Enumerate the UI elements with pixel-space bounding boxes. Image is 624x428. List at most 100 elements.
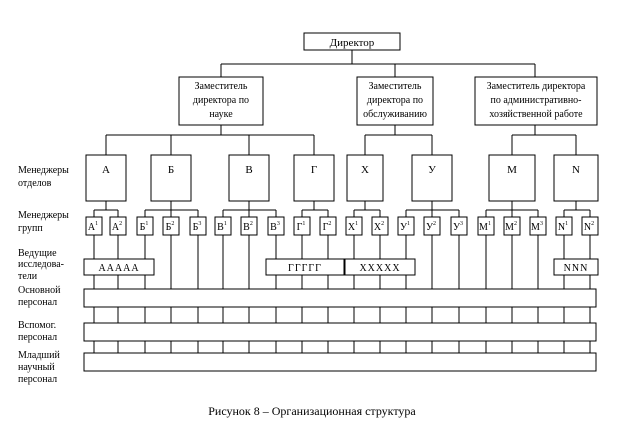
director-label: Директор (330, 37, 375, 49)
group-label: У2 (426, 221, 436, 233)
group-box (189, 216, 207, 236)
group-label: N1 (558, 221, 568, 233)
group-label-sup: 1 (302, 221, 305, 227)
group-label: Б2 (166, 221, 175, 233)
group-label-sup: 3 (540, 221, 543, 227)
group-label: В2 (243, 221, 253, 233)
group-box (450, 216, 468, 236)
group-label: М1 (479, 221, 491, 233)
staff-row-box (83, 322, 597, 342)
group-label-sup: 2 (514, 221, 517, 227)
group-box (136, 216, 154, 236)
group-label-sup: 1 (224, 221, 227, 227)
group-box (240, 216, 258, 236)
connectors (106, 50, 576, 136)
junior-staff-label-3: персонал (18, 374, 57, 385)
group-label: В3 (270, 221, 280, 233)
group-managers-label-2: групп (18, 223, 43, 234)
group-label-sup: 3 (198, 221, 201, 227)
dept-managers-label-1: Менеджеры (18, 165, 69, 176)
group-box (85, 216, 103, 236)
group-label-sup: 3 (277, 221, 280, 227)
staff-row-box (83, 352, 597, 372)
deputy-service-line2: директора по (367, 95, 423, 106)
group-box (293, 216, 311, 236)
dept-box (228, 154, 270, 202)
aux-staff-label-1: Вспомог. (18, 320, 56, 331)
lead-box (344, 258, 416, 276)
dept-box (411, 154, 453, 202)
group-label-sup: 1 (355, 221, 358, 227)
group-label: А1 (88, 221, 98, 233)
deputy-science-box: Заместитель директора по науке (178, 76, 264, 126)
deputy-science-line2: директора по (193, 95, 249, 106)
group-label: У3 (453, 221, 463, 233)
lead-box (83, 258, 155, 276)
staff-rows (83, 288, 597, 372)
dept-label: У (428, 164, 436, 176)
deputy-service-box: Заместитель директора по обслуживанию (356, 76, 434, 126)
lead-box (553, 258, 599, 276)
dept-label: А (102, 164, 110, 176)
group-label: Х2 (374, 221, 384, 233)
junior-staff-label-1: Младший (18, 350, 60, 361)
dept-box (553, 154, 599, 202)
dept-box (85, 154, 127, 202)
group-label: Г1 (297, 221, 306, 233)
group-label-sup: 1 (565, 221, 568, 227)
dept-label: Х (361, 164, 369, 176)
director-box: Директор (303, 32, 401, 51)
group-label-sup: 2 (591, 221, 594, 227)
group-label: М3 (531, 221, 543, 233)
group-label: Г2 (323, 221, 332, 233)
lead-label: ГГГГГ (288, 263, 322, 274)
lead-researchers-label-1: Ведущие (18, 248, 57, 259)
group-box (555, 216, 573, 236)
group-label: В1 (217, 221, 227, 233)
main-staff-label-2: персонал (18, 297, 57, 308)
group-label-sup: 2 (119, 221, 122, 227)
group-label-sup: 3 (460, 221, 463, 227)
group-box (109, 216, 127, 236)
deputy-service-line1: Заместитель (369, 81, 422, 92)
group-label-sup: 2 (250, 221, 253, 227)
deputy-service-line3: обслуживанию (363, 109, 427, 120)
group-label-sup: 2 (433, 221, 436, 227)
junior-staff-label-2: научный (18, 362, 55, 373)
deputy-science-line1: Заместитель (195, 81, 248, 92)
lead-researchers-label-3: тели (18, 271, 38, 282)
group-box (162, 216, 180, 236)
group-label-sup: 1 (95, 221, 98, 227)
group-box (371, 216, 389, 236)
dept-label: В (245, 164, 252, 176)
group-label: У1 (400, 221, 410, 233)
group-box (319, 216, 337, 236)
main-staff-label-1: Основной (18, 285, 61, 296)
dept-label: М (507, 164, 517, 176)
group-box (477, 216, 495, 236)
dept-managers-label-2: отделов (18, 178, 52, 189)
dept-label: Г (311, 164, 317, 176)
group-label: А2 (112, 221, 122, 233)
group-label: М2 (505, 221, 517, 233)
group-box (345, 216, 363, 236)
group-label-sup: 2 (171, 221, 174, 227)
group-label-sup: 2 (328, 221, 331, 227)
group-box (397, 216, 415, 236)
lead-researchers-label-2: исследова- (18, 259, 64, 270)
group-label: Б1 (140, 221, 149, 233)
dept-label: N (572, 164, 580, 176)
figure-caption: Рисунок 8 – Организационная структура (208, 404, 416, 418)
group-box (529, 216, 547, 236)
group-box (581, 216, 599, 236)
group-label-sup: 1 (145, 221, 148, 227)
group-label-sup: 1 (488, 221, 491, 227)
lead-label: ХХХХХ (359, 263, 400, 274)
group-managers-label-1: Менеджеры (18, 210, 69, 221)
deputy-admin-line2: по административно- (491, 95, 582, 106)
dept-box (150, 154, 192, 202)
